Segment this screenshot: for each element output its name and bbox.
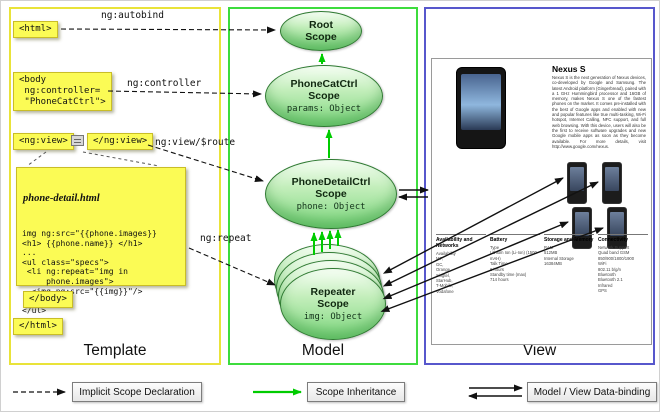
phone-detail-note: phone-detail.html img ng:src="{{phone.im…	[16, 167, 186, 324]
spec-column-connectivity: Connectivity Network Support Quad band G…	[598, 234, 648, 294]
phone-detail-note-code: img ng:src="{{phone.images}} <h1> {{phon…	[22, 229, 157, 324]
label-ng-repeat: ng:repeat	[200, 233, 252, 244]
html-open-tag: <html>	[13, 21, 58, 38]
html-close-tag: </html>	[13, 318, 63, 335]
ngview-open-tag: <ng:view>	[13, 133, 74, 150]
phonedetailctrl-scope-title: PhoneDetailCtrl Scope	[291, 176, 371, 200]
legend-implicit-box: Implicit Scope Declaration	[72, 382, 202, 402]
ngview-close-tag: </ng:view>	[87, 133, 154, 150]
legend-inheritance-box: Scope Inheritance	[307, 382, 405, 402]
phone-detail-note-title: phone-detail.html	[23, 193, 100, 204]
label-ng-autobind: ng:autobind	[101, 10, 164, 21]
phone-thumbnail-3-screen	[575, 212, 589, 236]
phone-thumbnail-1	[567, 162, 587, 204]
page-title: Nexus S	[552, 64, 586, 74]
root-scope-ellipse: Root Scope	[280, 11, 362, 51]
body-open-tag: <body ng:controller= "PhoneCatCtrl">	[13, 72, 112, 111]
view-placeholder-icon	[71, 135, 84, 146]
spec-header-connectivity: Connectivity	[598, 237, 629, 243]
phone-thumbnail-1-screen	[570, 167, 584, 191]
legend-binding-box: Model / View Data-binding	[527, 382, 657, 402]
phone-image	[456, 67, 506, 149]
spec-rows-connectivity: Network Support Quad band GSM 850/900/18…	[598, 245, 635, 294]
phonedetailctrl-scope-binding: phone: Object	[296, 202, 366, 212]
phonecatctrl-scope-title: PhoneCatCtrl Scope	[290, 78, 358, 102]
phonedetailctrl-scope-ellipse: PhoneDetailCtrl Scope phone: Object	[265, 159, 397, 229]
spec-rows-battery: Type Lithium Ion (Li-Ion) (1500 mAH) Tal…	[490, 245, 537, 283]
view-page: Nexus S Nexus S is the next generation o…	[431, 58, 652, 345]
legend-binding-label: Model / View Data-binding	[533, 386, 651, 398]
spec-header-availability: Availability and Networks	[436, 237, 473, 249]
phone-thumbnail-4-screen	[610, 212, 624, 236]
spec-header-storage: Storage and Memory	[544, 237, 594, 243]
label-ng-view-route: ng:view/$route	[155, 137, 236, 148]
view-panel-label: View	[522, 342, 557, 359]
phone-thumbnail-2-screen	[605, 167, 619, 191]
legend-implicit-label: Implicit Scope Declaration	[79, 386, 195, 398]
phonecatctrl-scope-binding: params: Object	[286, 104, 362, 114]
repeater-scope-title: Repeater Scope	[310, 286, 356, 310]
page-description: Nexus S is the next generation of Nexus …	[552, 75, 646, 149]
spec-rows-availability: Availability M7, GC, Orange, Singtel, St…	[436, 251, 456, 294]
repeater-scope-binding: img: Object	[303, 312, 363, 322]
spec-column-battery: Battery Type Lithium Ion (Li-Ion) (1500 …	[490, 234, 540, 283]
phone-thumbnail-2	[602, 162, 622, 204]
spec-rows-storage: RAM 512MB Internal Storage 16384MB	[544, 245, 574, 267]
phone-thumbnail-4	[607, 207, 627, 249]
phone-screen	[461, 74, 501, 130]
body-close-tag: </body>	[23, 291, 73, 308]
label-ng-controller: ng:controller	[127, 78, 202, 89]
spec-header-battery: Battery	[490, 237, 508, 243]
repeater-scope-ellipse: Repeater Scope img: Object	[280, 268, 386, 340]
spec-column-storage: Storage and Memory RAM 512MB Internal St…	[544, 234, 594, 267]
legend-inheritance-label: Scope Inheritance	[315, 386, 397, 398]
model-panel-label: Model	[301, 342, 345, 359]
phonecatctrl-scope-ellipse: PhoneCatCtrl Scope params: Object	[265, 65, 383, 127]
spec-column-availability: Availability and Networks Availability M…	[436, 234, 486, 294]
template-panel-label: Template	[83, 342, 147, 359]
root-scope-title: Root Scope	[305, 19, 337, 43]
